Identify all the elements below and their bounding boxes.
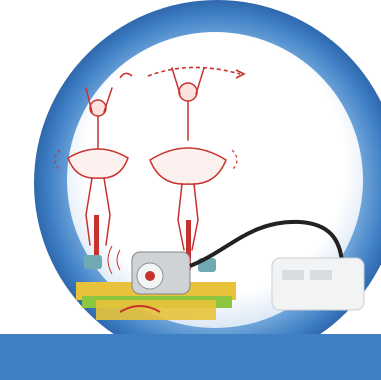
bottom-bar [0, 334, 381, 380]
usb-hub-icon [272, 258, 364, 310]
